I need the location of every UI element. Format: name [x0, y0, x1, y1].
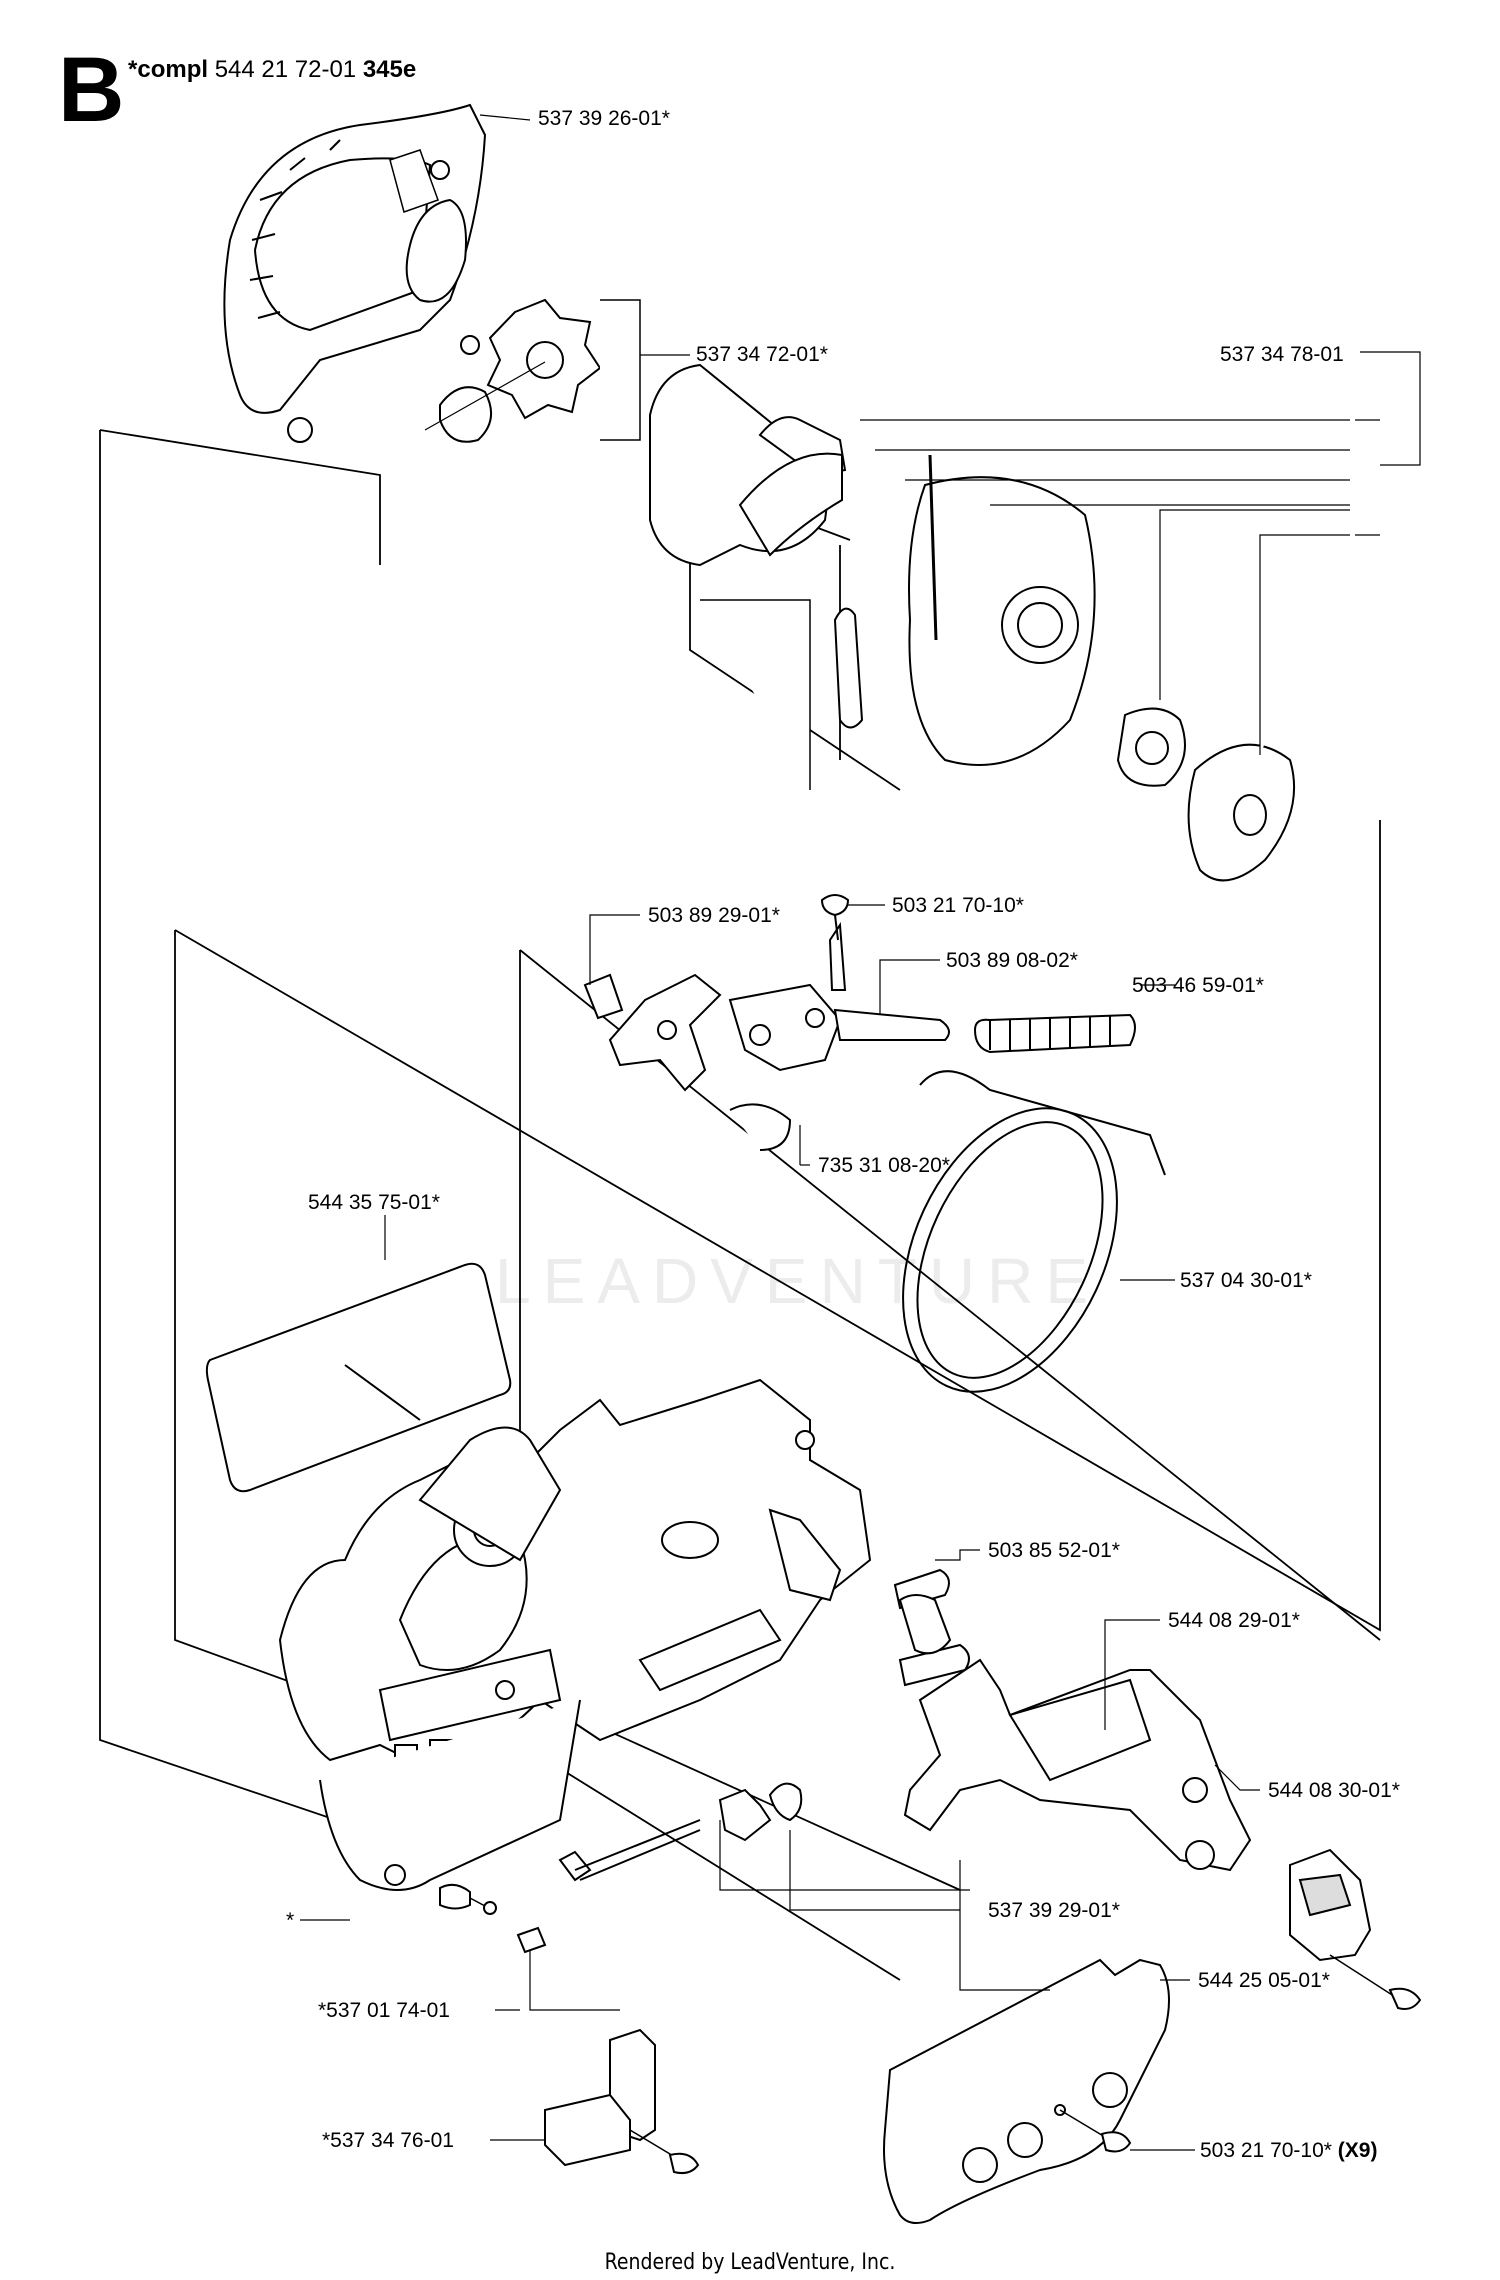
complete-assembly-label: *compl 544 21 72-01 345e [128, 56, 416, 84]
clutch-assembly-part [649, 363, 1350, 882]
chain-brake-housing-part [278, 1378, 872, 1891]
brake-band-part [902, 1070, 1166, 1393]
brake-lever-part [903, 1658, 1252, 1872]
part-label-537-34-76-01[interactable]: *537 34 76-01 [322, 2129, 454, 2152]
star-knob-part [424, 298, 641, 443]
part-number-text: 503 21 70-10* [1200, 2139, 1332, 2162]
quantity-suffix: (X9) [1337, 2139, 1378, 2162]
adjuster-bracket-part [544, 2028, 700, 2175]
part-label-544-35-75-01[interactable]: 544 35 75-01* [308, 1191, 440, 1214]
chain-guard-plate-part [883, 1958, 1170, 2225]
part-label-503-89-08-02[interactable]: 503 89 08-02* [946, 949, 1078, 972]
brake-linkage-parts [583, 922, 1136, 1151]
section-letter: B [58, 39, 125, 141]
part-label-asterisk[interactable]: * [286, 1909, 295, 1932]
part-label-537-34-72-01[interactable]: 537 34 72-01* [696, 343, 828, 366]
watermark: LEADVENTURE [495, 1245, 1100, 1317]
part-label-544-08-30-01[interactable]: 544 08 30-01* [1268, 1779, 1400, 1802]
clutch-cover-part [223, 103, 487, 443]
small-parts-cluster [439, 1782, 803, 1954]
part-label-503-46-59-01[interactable]: 503 46 59-01* [1132, 974, 1264, 997]
part-label-537-34-78-01[interactable]: 537 34 78-01 [1220, 343, 1344, 366]
screw-part [820, 894, 850, 941]
compl-model: 345e [362, 56, 417, 83]
part-label-503-89-29-01[interactable]: 503 89 29-01* [648, 904, 780, 927]
part-label-544-08-29-01[interactable]: 544 08 29-01* [1168, 1609, 1300, 1632]
part-label-503-21-70-10[interactable]: 503 21 70-10* [892, 894, 1024, 917]
compl-prefix: *compl [128, 56, 209, 83]
part-label-537-01-74-01[interactable]: *537 01 74-01 [318, 1999, 450, 2022]
render-credit-footer: Rendered by LeadVenture, Inc. [604, 2250, 896, 2275]
leader-lines [300, 114, 1421, 2151]
part-label-537-39-26-01[interactable]: 537 39 26-01* [538, 107, 670, 130]
part-label-537-39-29-01[interactable]: 537 39 29-01* [988, 1899, 1120, 1922]
part-label-544-25-05-01[interactable]: 544 25 05-01* [1198, 1969, 1330, 1992]
lever-knob-part [1289, 1848, 1422, 2010]
stud-bushing-parts [893, 1568, 970, 1687]
part-label-503-21-70-10-x9[interactable]: 503 21 70-10* (X9) [1200, 2140, 1377, 2161]
part-label-735-31-08-20[interactable]: 735 31 08-20* [818, 1154, 950, 1177]
part-label-503-85-52-01[interactable]: 503 85 52-01* [988, 1539, 1120, 1562]
compl-number: 544 21 72-01 [214, 56, 357, 83]
decal-part [205, 1262, 512, 1493]
part-label-537-04-30-01[interactable]: 537 04 30-01* [1180, 1269, 1312, 1292]
